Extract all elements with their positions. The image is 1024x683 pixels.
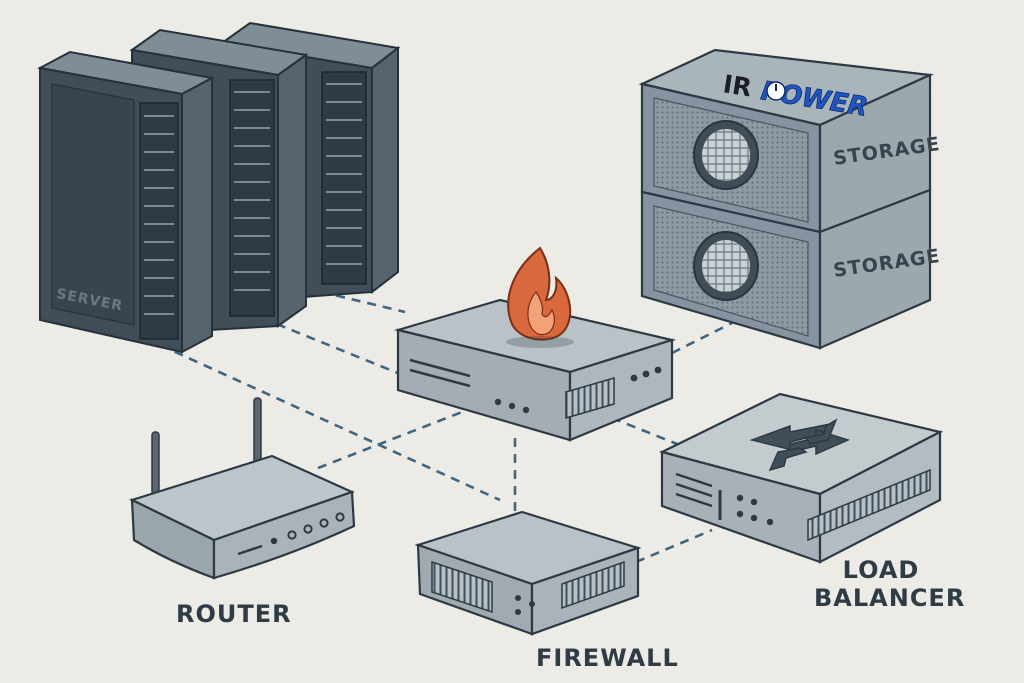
server-rack-2 xyxy=(129,28,309,332)
router xyxy=(129,397,356,580)
led-indicator xyxy=(522,406,530,414)
link-router-to-firewall-appliance xyxy=(317,410,463,470)
storage-unit-bottom xyxy=(640,188,932,350)
link-firewall-appliance-to-storage xyxy=(671,316,743,355)
network-links xyxy=(159,286,743,564)
svg-text:IR: IR xyxy=(721,69,754,102)
link-firewall-appliance-to-load-balancer xyxy=(611,416,683,448)
flame-icon xyxy=(506,246,574,348)
load-balancer xyxy=(658,392,944,564)
firewall-label: FIREWALL xyxy=(536,644,679,672)
link-server-to-firewall-appliance xyxy=(261,316,411,380)
link-server-to-firewall xyxy=(159,343,501,502)
server-rack-3 xyxy=(219,21,401,299)
link-firewall-to-load-balancer xyxy=(635,528,713,564)
led-indicator xyxy=(494,398,502,406)
load-balancer-label-line2: BALANCER xyxy=(814,584,966,612)
router-label: ROUTER xyxy=(176,600,292,628)
crossed-arrows-icon xyxy=(749,418,851,472)
router-antenna xyxy=(253,397,262,469)
server-rack-1 xyxy=(36,50,216,354)
led-indicator xyxy=(508,402,516,410)
storage-unit-top xyxy=(638,48,935,234)
load-balancer-label: LOAD BALANCER xyxy=(814,556,966,612)
load-balancer-label-line1: LOAD xyxy=(842,556,920,584)
firewall xyxy=(414,510,642,636)
